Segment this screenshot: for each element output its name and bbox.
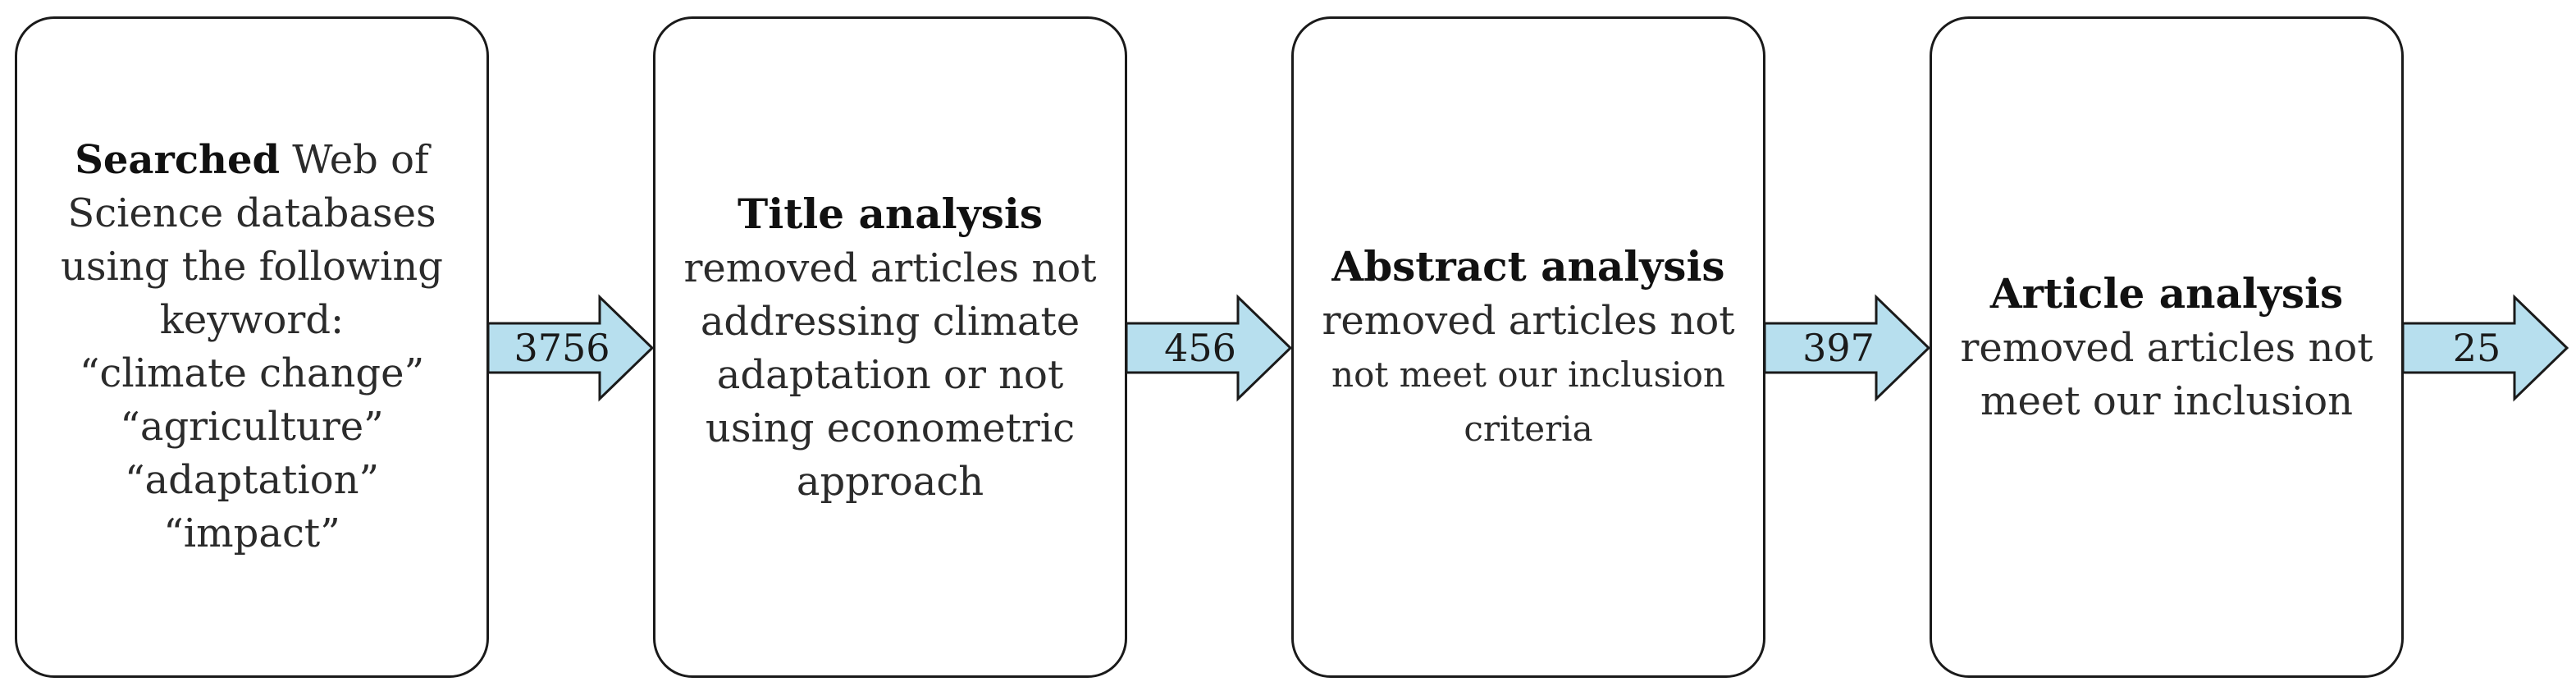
keyword-impact: “impact” [163,510,340,556]
count-label: 456 [1164,326,1236,370]
step-box-title-analysis: Title analysis removed articles not addr… [653,16,1127,678]
keyword-agriculture: “agriculture” [120,404,384,450]
keyword-climate-change: “climate change” [79,350,425,396]
arrow-right-icon [1125,294,1293,402]
keyword-adaptation: “adaptation” [124,457,380,503]
flow-arrow-2: 456 [1125,294,1293,402]
flow-arrow-1: 3756 [486,294,655,402]
search-heading-line: Searched Web of [75,134,429,187]
step-line-1: removed articles not [1960,325,2373,371]
step-box-search: Searched Web of Science databases using … [15,16,489,678]
flow-arrow-3: 397 [1763,294,1931,402]
step-line-3: adaptation or not [716,351,1064,398]
step-title: Article analysis [1989,269,2344,318]
step-line-1: removed articles not [683,245,1097,291]
step-line-2: meet our inclusion [1980,378,2354,424]
count-label: 397 [1802,326,1875,370]
count-label: 25 [2453,326,2501,370]
count-label: 3756 [514,326,610,370]
arrow-right-icon [1763,294,1931,402]
step-line-2: addressing climate [700,298,1080,345]
flow-arrow-4: 25 [2401,294,2569,402]
search-label: Searched [75,137,281,183]
step-box-abstract-analysis: Abstract analysis removed articles not n… [1291,16,1765,678]
step-box-article-analysis: Article analysis removed articles not me… [1930,16,2404,678]
search-source-start: Web of [280,137,429,183]
step-line-5: approach [796,458,984,505]
step-line-2: not meet our inclusion [1331,354,1725,395]
search-line-3: keyword: [159,297,345,343]
arrow-right-icon [2401,294,2569,402]
search-line-1: Science databases [67,190,436,236]
step-title: Abstract analysis [1331,241,1725,291]
step-title: Title analysis [738,189,1043,238]
step-line-1: removed articles not [1322,297,1735,344]
search-line-2: using the following [60,244,443,290]
step-line-4: using econometric [705,405,1076,451]
arrow-right-icon [486,294,655,402]
step-line-3: criteria [1464,408,1593,449]
